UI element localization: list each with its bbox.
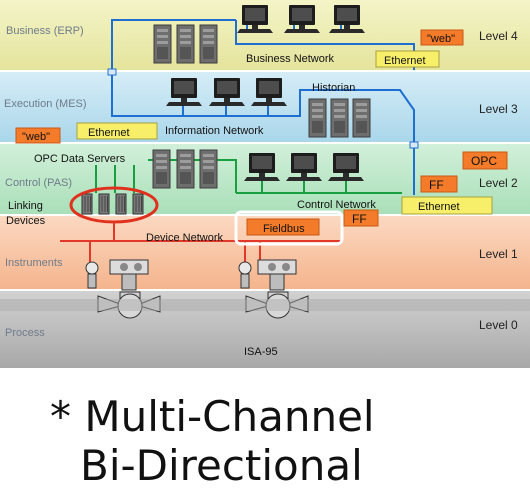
level-label-2: Level 2 bbox=[479, 176, 518, 190]
ff-tag bbox=[420, 175, 458, 193]
web-tag bbox=[15, 127, 61, 144]
web-tag-text: "web" bbox=[22, 131, 50, 143]
linking-devices-label: Linking bbox=[8, 200, 43, 212]
ethernet-tag bbox=[375, 50, 440, 68]
device-network-lines bbox=[60, 222, 340, 262]
caption-line-1: * Multi-Channel bbox=[50, 392, 375, 441]
historian-server-icon bbox=[352, 98, 371, 138]
business-server-icon bbox=[153, 24, 172, 64]
ethernet-tag-text: Ethernet bbox=[418, 201, 460, 213]
web-tag bbox=[420, 29, 464, 46]
zone-label-instruments: Instruments bbox=[5, 257, 63, 269]
linking-devices-label: Devices bbox=[6, 215, 46, 227]
historian-server-icon bbox=[330, 98, 349, 138]
level-label-4: Level 4 bbox=[479, 29, 518, 43]
linking-device-icon bbox=[115, 193, 127, 215]
ethernet-tag bbox=[76, 122, 158, 140]
ethernet-tag bbox=[401, 196, 493, 215]
level-label-3: Level 3 bbox=[479, 102, 518, 116]
device-network-label: Device Network bbox=[146, 232, 224, 244]
business-server-icon bbox=[199, 24, 218, 64]
opc-server-icon bbox=[176, 149, 195, 189]
linking-device-icon bbox=[98, 193, 110, 215]
zone-label-execution: Execution (MES) bbox=[4, 98, 87, 110]
fieldbus-tag bbox=[246, 218, 320, 236]
caption-line-2: Bi-Directional bbox=[80, 441, 363, 490]
opc-tag-text: OPC bbox=[471, 154, 497, 168]
web-tag-text: "web" bbox=[427, 33, 455, 45]
zone-label-business: Business (ERP) bbox=[6, 25, 84, 37]
historian-server-icon bbox=[308, 98, 327, 138]
fieldbus-tag-text: Fieldbus bbox=[263, 223, 305, 235]
isa95-label: ISA-95 bbox=[244, 346, 278, 358]
business-network-label: Business Network bbox=[246, 53, 335, 65]
opc-servers-label: OPC Data Servers bbox=[34, 153, 126, 165]
information-network-label: Information Network bbox=[165, 125, 264, 137]
field-device-group-1 bbox=[85, 259, 161, 319]
zone-label-control: Control (PAS) bbox=[5, 177, 72, 189]
ethernet-tag-text: Ethernet bbox=[384, 55, 426, 67]
ff-tag-text: FF bbox=[352, 212, 367, 226]
ff-tag bbox=[343, 209, 379, 227]
control-network-label: Control Network bbox=[297, 199, 376, 211]
process-pipe bbox=[0, 299, 530, 311]
fieldbus-highlight bbox=[234, 210, 344, 246]
opc-server-icon bbox=[152, 149, 171, 189]
historian-label: Historian bbox=[312, 82, 355, 94]
ethernet-tag-text: Ethernet bbox=[88, 127, 130, 139]
linking-device-icon bbox=[132, 193, 144, 215]
ff-tag-text: FF bbox=[429, 178, 444, 192]
opc-server-icon bbox=[199, 149, 218, 189]
level-label-1: Level 1 bbox=[479, 247, 518, 261]
field-device-group-2 bbox=[238, 259, 309, 319]
linking-device-icon bbox=[81, 193, 93, 215]
business-server-icon bbox=[176, 24, 195, 64]
opc-tag bbox=[462, 151, 508, 170]
zone-label-process: Process bbox=[5, 327, 45, 339]
level-label-0: Level 0 bbox=[479, 318, 518, 332]
